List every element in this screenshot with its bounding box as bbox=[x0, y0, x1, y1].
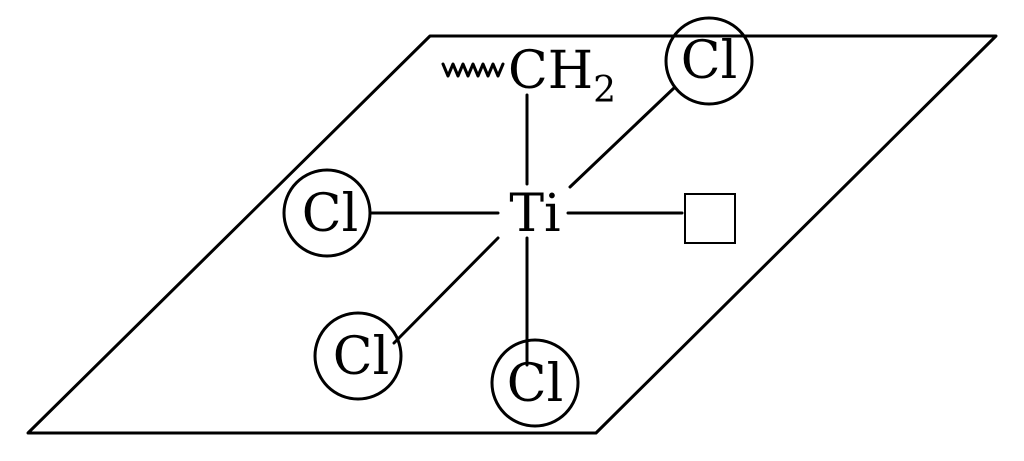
chloride-circle bbox=[490, 338, 580, 428]
chloride-left: Cl bbox=[282, 168, 372, 258]
methylene-subscript: 2 bbox=[593, 70, 616, 111]
empty-square-icon bbox=[684, 193, 736, 244]
titanium-atom: Ti bbox=[509, 184, 560, 244]
methylene-label: CH2 bbox=[508, 41, 616, 111]
methylene-main: CH bbox=[508, 41, 593, 101]
bond-ti-cl-lower-left bbox=[392, 236, 500, 345]
chloride-upper-right: Cl bbox=[664, 16, 754, 106]
chloride-lower-left: Cl bbox=[313, 311, 403, 401]
chloride-circle bbox=[664, 16, 754, 106]
chloride-label: Cl bbox=[681, 31, 737, 91]
chloride-bottom: Cl bbox=[490, 338, 580, 428]
wavy-bond-icon bbox=[441, 62, 505, 78]
chloride-label: Cl bbox=[507, 354, 563, 414]
chloride-label: Cl bbox=[302, 184, 358, 244]
surface-plane bbox=[26, 34, 998, 435]
bond-ti-cl-upper-right bbox=[568, 86, 676, 189]
chloride-label: Cl bbox=[333, 327, 389, 387]
chloride-circle bbox=[313, 311, 403, 401]
chloride-circle bbox=[282, 168, 372, 258]
